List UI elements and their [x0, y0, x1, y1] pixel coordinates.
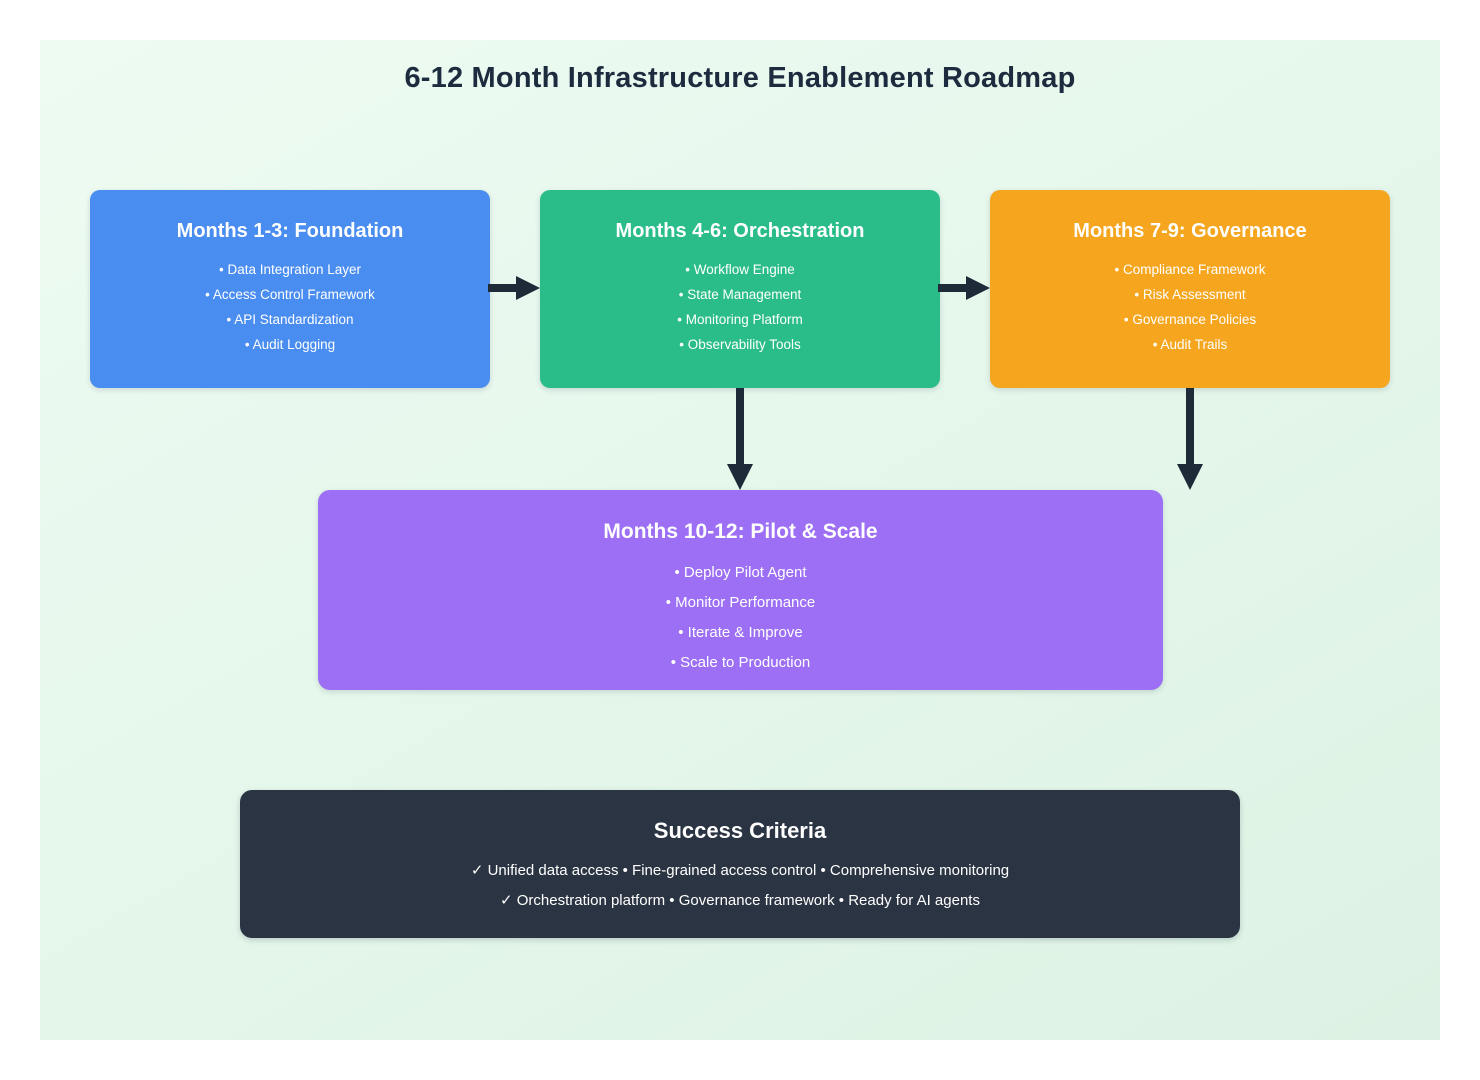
arrow-head-down-icon	[727, 464, 753, 490]
phase-item: • Compliance Framework	[1114, 262, 1266, 277]
phase-item: • Risk Assessment	[1134, 287, 1246, 302]
phase-items-pilot-scale: • Deploy Pilot Agent • Monitor Performan…	[318, 558, 1163, 678]
phase-title-orchestration: Months 4-6: Orchestration	[615, 220, 865, 242]
phase-item: • State Management	[678, 287, 802, 302]
arrow-head-right-icon	[516, 276, 540, 300]
phase-item: • API Standardization	[226, 312, 354, 327]
phase-item: • Observability Tools	[679, 337, 801, 352]
arrow-shaft	[488, 284, 516, 292]
phase-box-foundation: Months 1-3: Foundation • Data Integratio…	[90, 190, 490, 388]
phase-item: • Governance Policies	[1123, 312, 1257, 327]
arrow-governance-to-pilot-icon	[1177, 388, 1203, 490]
arrow-shaft	[938, 284, 966, 292]
phase-items-orchestration: • Workflow Engine • State Management • M…	[540, 257, 940, 357]
arrow-shaft	[736, 388, 744, 466]
phase-item: • Access Control Framework	[205, 287, 375, 302]
success-criteria-line: ✓ Unified data access • Fine-grained acc…	[470, 862, 1010, 879]
phase-item: • Monitoring Platform	[677, 312, 803, 327]
phase-title-pilot-scale: Months 10-12: Pilot & Scale	[603, 520, 878, 543]
phase-item: • Iterate & Improve	[678, 624, 803, 641]
phase-box-governance: Months 7-9: Governance • Compliance Fram…	[990, 190, 1390, 388]
success-criteria-box: Success Criteria ✓ Unified data access •…	[240, 790, 1240, 938]
phase-item: • Scale to Production	[670, 654, 811, 671]
success-criteria-title: Success Criteria	[653, 818, 827, 843]
phase-item: • Data Integration Layer	[218, 262, 362, 277]
diagram-title: 6-12 Month Infrastructure Enablement Roa…	[404, 62, 1076, 94]
phase-title-governance: Months 7-9: Governance	[1073, 220, 1307, 242]
success-criteria-line: ✓ Orchestration platform • Governance fr…	[500, 892, 980, 909]
phase-items-foundation: • Data Integration Layer • Access Contro…	[90, 257, 490, 357]
arrow-head-down-icon	[1177, 464, 1203, 490]
phase-item: • Audit Logging	[244, 337, 336, 352]
phase-box-orchestration: Months 4-6: Orchestration • Workflow Eng…	[540, 190, 940, 388]
success-criteria-lines: ✓ Unified data access • Fine-grained acc…	[240, 856, 1240, 916]
phase-item: • Workflow Engine	[685, 262, 795, 277]
diagram-canvas: 6-12 Month Infrastructure Enablement Roa…	[40, 40, 1440, 1040]
phase-title-foundation: Months 1-3: Foundation	[176, 220, 404, 242]
arrow-orchestration-to-pilot-icon	[727, 388, 753, 490]
arrow-foundation-to-orchestration-icon	[488, 276, 540, 300]
phase-item: • Deploy Pilot Agent	[674, 564, 807, 581]
phase-box-pilot-scale: Months 10-12: Pilot & Scale • Deploy Pil…	[318, 490, 1163, 690]
phase-item: • Monitor Performance	[665, 594, 816, 611]
phase-items-governance: • Compliance Framework • Risk Assessment…	[990, 257, 1390, 357]
arrow-orchestration-to-governance-icon	[938, 276, 990, 300]
arrow-shaft	[1186, 388, 1194, 466]
arrow-head-right-icon	[966, 276, 990, 300]
phase-item: • Audit Trails	[1152, 337, 1228, 352]
